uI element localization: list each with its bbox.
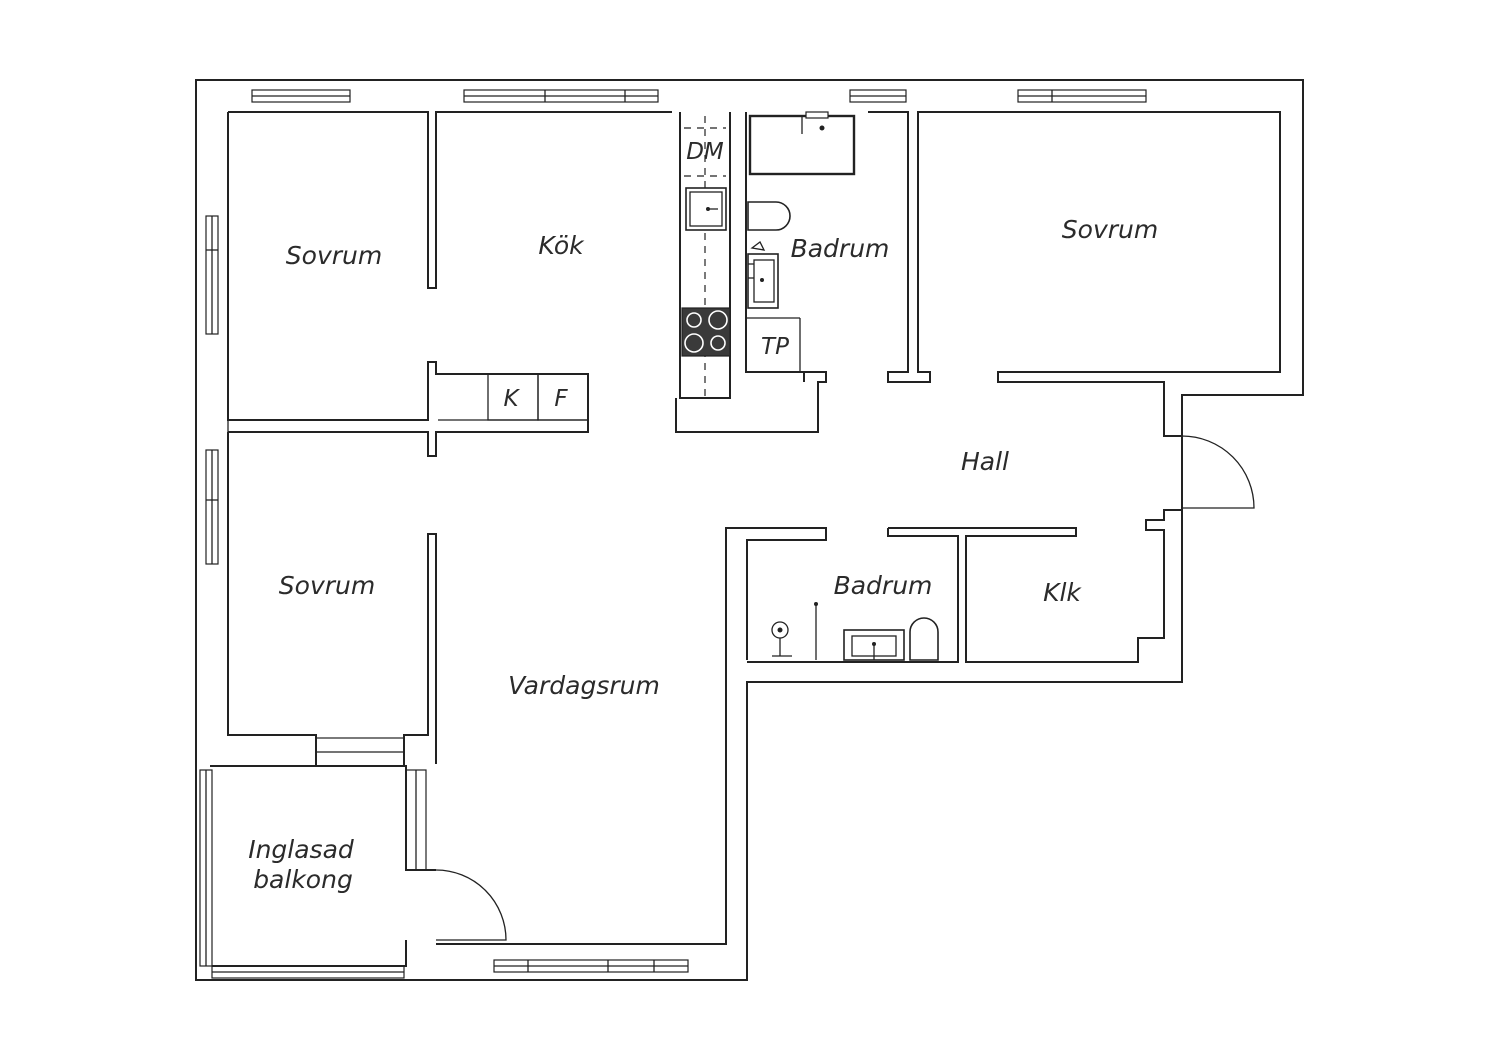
label-dishwasher: DM	[686, 139, 724, 165]
toilet-south-icon	[909, 617, 939, 661]
interior-walls	[210, 111, 1281, 967]
label-bedroom-nw: Sovrum	[286, 241, 382, 270]
bathroom-north-fixtures	[747, 111, 856, 309]
label-balcony-1: Inglasad	[248, 835, 354, 864]
label-kitchen: Kök	[538, 231, 585, 260]
kitchen-fixtures	[487, 116, 731, 421]
balcony-door	[435, 869, 507, 941]
freezer-box	[537, 373, 589, 421]
windows	[199, 89, 1147, 979]
label-bedroom-w: Sovrum	[279, 571, 375, 600]
entrance-door	[1181, 435, 1255, 510]
label-closet: Klk	[1043, 578, 1082, 607]
label-hall: Hall	[961, 447, 1009, 476]
label-bedroom-ne: Sovrum	[1062, 215, 1158, 244]
washbasin-north-icon	[747, 253, 779, 309]
bathroom-south-fixtures	[771, 602, 939, 661]
label-living-room: Vardagsrum	[508, 671, 660, 700]
fixture-labels: DM K F TP	[503, 139, 789, 412]
label-balcony-2: balkong	[253, 865, 353, 894]
label-fridge: K	[503, 386, 520, 412]
label-bathroom-north: Badrum	[791, 234, 890, 263]
toilet-icon	[747, 201, 791, 231]
label-bathroom-south: Badrum	[834, 571, 933, 600]
label-freezer: F	[554, 386, 568, 412]
sink-icon	[685, 187, 727, 231]
doors	[435, 435, 1255, 941]
label-laundry: TP	[761, 334, 789, 360]
room-labels: Sovrum Kök Badrum Sovrum Hall Sovrum Var…	[248, 215, 1158, 894]
shower-icon	[750, 241, 766, 251]
outer-walls	[195, 79, 1304, 981]
